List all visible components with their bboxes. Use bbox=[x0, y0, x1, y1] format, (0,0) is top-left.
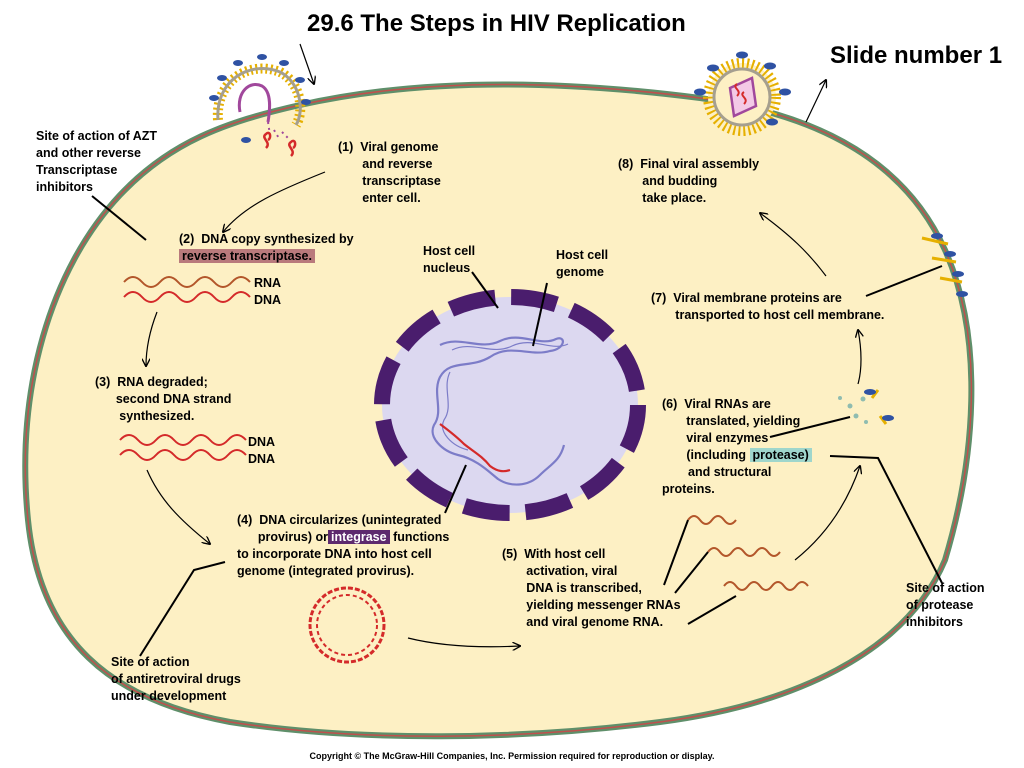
slide-number-label: Slide number 1 bbox=[830, 42, 1003, 69]
step-8-label: (8) Final viral assembly and budding tak… bbox=[618, 157, 760, 205]
step-6-main: (6) Viral RNAs are translated, yielding … bbox=[662, 397, 801, 445]
antiretroviral-site-label: Site of action of antiretroviral drugs u… bbox=[111, 655, 241, 703]
integrated-provirus bbox=[439, 423, 511, 473]
step-3-label: (3) RNA degraded; second DNA strand synt… bbox=[95, 375, 232, 423]
entering-virus bbox=[209, 54, 311, 157]
nucleus-label: Host cell nucleus bbox=[423, 244, 476, 275]
host-cell-nucleus bbox=[374, 289, 646, 521]
step-4-rest: to incorporate DNA into host cell genome… bbox=[237, 547, 432, 578]
azt-site-label: Site of action of AZT and other reverse … bbox=[36, 129, 158, 194]
step-4-label: (4) DNA circularizes (unintegrated provi… bbox=[237, 512, 449, 580]
step-1-label: (1) Viral genome and reverse transcripta… bbox=[338, 140, 441, 205]
protease-highlight: protease) bbox=[749, 448, 812, 462]
step-4-or: provirus) or bbox=[257, 530, 328, 544]
leader-lines bbox=[91, 195, 943, 657]
circular-provirus bbox=[308, 586, 386, 664]
flow-arrows bbox=[146, 43, 861, 647]
copyright-notice: Copyright © The McGraw-Hill Companies, I… bbox=[309, 751, 715, 761]
step-6-including: (including bbox=[686, 448, 747, 462]
step-5-label: (5) With host cell activation, viral DNA… bbox=[502, 547, 681, 629]
membrane-proteins bbox=[921, 233, 968, 297]
genome-label: Host cell genome bbox=[556, 248, 609, 279]
step-4-functions: functions bbox=[389, 530, 450, 544]
page-title: 29.6 The Steps in HIV Replication bbox=[307, 10, 686, 37]
step-2-text: (2) DNA copy synthesized by bbox=[179, 232, 354, 246]
viral-proteins bbox=[838, 389, 894, 425]
rna-dna-hybrid bbox=[123, 276, 251, 303]
rna-dna-label: RNA DNA bbox=[254, 276, 282, 307]
step-6-label: (6) Viral RNAs are translated, yielding … bbox=[662, 396, 812, 498]
step-6-end: and structural proteins. bbox=[662, 465, 772, 496]
step-7-label: (7) Viral membrane proteins are transpor… bbox=[651, 291, 885, 322]
step-4-line-1: (4) DNA circularizes (unintegrated bbox=[237, 513, 442, 527]
dna-double-strand bbox=[119, 434, 247, 461]
protease-site-label: Site of action of protease inhibitors bbox=[906, 581, 985, 629]
budding-virus bbox=[694, 51, 791, 136]
reverse-transcriptase-highlight: reverse transcriptase. bbox=[179, 249, 315, 263]
dna-dna-label: DNA DNA bbox=[248, 435, 276, 466]
viral-mrnas bbox=[687, 515, 809, 591]
integrase-highlight: integrase bbox=[328, 530, 390, 544]
step-2-label: (2) DNA copy synthesized by reverse trans… bbox=[179, 231, 354, 265]
